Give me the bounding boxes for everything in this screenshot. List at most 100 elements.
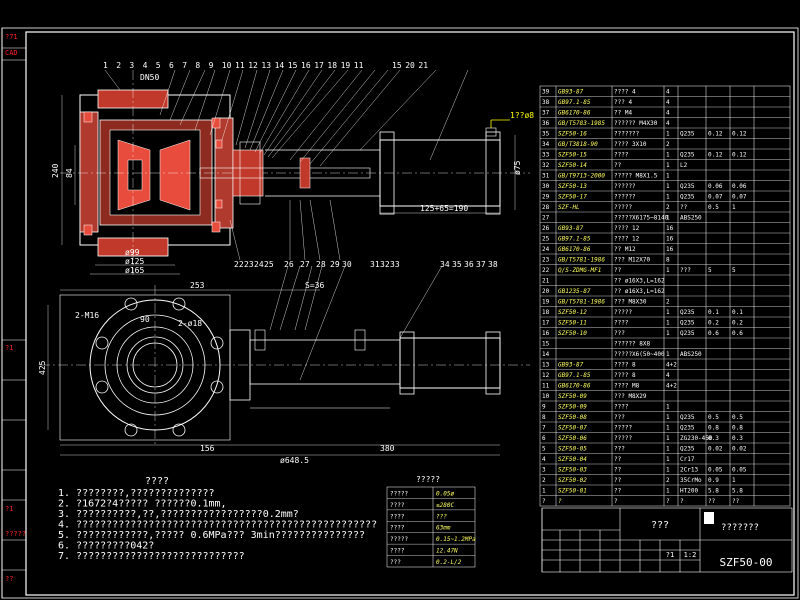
bom-cell: GB/T9713-2000 — [558, 173, 605, 180]
bom-cell: 19 — [542, 299, 550, 306]
sidebar-label-6: ?? — [5, 575, 14, 583]
bom-cell: 29 — [542, 194, 550, 201]
bom-cell: 1 — [666, 351, 670, 358]
bom-cell: ?????? M4X30 — [614, 120, 658, 127]
bom-cell: 1 — [666, 152, 670, 159]
bom-cell: ???? 8 — [614, 362, 636, 369]
dim-ang90: 90 — [140, 315, 150, 324]
bom-cell: 9 — [542, 404, 546, 411]
bom-cell: ABS250 — [680, 351, 702, 358]
bom-cell: 0.12 — [732, 152, 747, 159]
bom-cell: ????? — [614, 204, 632, 211]
bom-cell: 0.12 — [732, 131, 747, 138]
bom-cell: ??? M8X30 — [614, 299, 647, 306]
bom-cell: GB6170-86 — [558, 246, 591, 253]
bom-cell: GB93-87 — [558, 89, 584, 96]
callout-number: 15 — [288, 61, 298, 70]
dim-s36: S=36 — [305, 281, 324, 290]
callout-number: 11 — [354, 61, 364, 70]
callout-number: 28 — [316, 260, 326, 269]
note-item: 6. ?????????042? — [58, 541, 154, 552]
bom-cell: 5 — [542, 446, 546, 453]
note-item: 1. ????????,?????????????? — [58, 488, 215, 499]
callout-number: 5 — [156, 61, 161, 70]
bom-cell: Q/S-ZDMG-MF1 — [558, 267, 601, 274]
bom-cell: 24 — [542, 246, 550, 253]
callout-number: 37 — [476, 260, 486, 269]
bom-cell: 22 — [542, 267, 550, 274]
params-table: ?????0.05ø????≤280C???????????63mm?????0… — [390, 490, 476, 566]
bom-cell: ?? M12 — [614, 246, 636, 253]
bom-cell: 5.8 — [732, 488, 743, 495]
callout-number: 24 — [254, 260, 264, 269]
dim-d165: ø165 — [125, 266, 144, 275]
title-company: ??????? — [721, 523, 759, 533]
bom-cell: 38 — [542, 99, 550, 106]
bom-cell: 1 — [732, 477, 736, 484]
params-value: ??? — [436, 513, 447, 520]
dim-dn: DN50 — [140, 73, 159, 82]
bom-cell: 8 — [666, 257, 670, 264]
bom-cell: ? — [680, 498, 684, 505]
bom-cell: 0.12 — [708, 131, 723, 138]
bom-cell: 31 — [542, 173, 550, 180]
title-part-name: ??? — [651, 520, 669, 531]
bom-cell: 3 — [542, 467, 546, 474]
bom-cell: ????? M8X1.5 — [614, 173, 658, 180]
bom-cell: 37 — [542, 110, 550, 117]
callout-number: 6 — [169, 61, 174, 70]
callout-number: 35 — [452, 260, 462, 269]
params-table-grid — [386, 486, 476, 568]
bom-cell: 2 — [666, 477, 670, 484]
bom-cell: SZF50-12 — [558, 309, 587, 316]
note-item: 2. ?1672?4????? ??????0.1mm, — [58, 499, 227, 510]
bom-cell: 0.06 — [708, 183, 723, 190]
bom-cell: ? — [666, 498, 670, 505]
bom-cell: 5 — [708, 267, 712, 274]
callout-number: 38 — [488, 260, 498, 269]
bom-cell: 0.5 — [732, 414, 743, 421]
bom-cell: 1 — [666, 267, 670, 274]
bom-cell: 8 — [542, 414, 546, 421]
callout-number: 8 — [195, 61, 200, 70]
bom-cell: SZF50-09 — [558, 404, 587, 411]
bom-cell: 16 — [666, 225, 674, 232]
callout-number: 9 — [209, 61, 214, 70]
bom-cell: SZF50-15 — [558, 152, 587, 159]
bom-cell: 7 — [542, 425, 546, 432]
bom-cell: GB97.1-85 — [558, 236, 591, 243]
bom-cell: ?????? — [614, 194, 636, 201]
bom-cell: 0.06 — [732, 183, 747, 190]
callout-number: 33 — [390, 260, 400, 269]
bom-cell: ???? — [614, 404, 629, 411]
bom-cell: SZF50-10 — [558, 330, 587, 337]
bom-cell: Q235 — [680, 183, 695, 190]
bom-cell: ??? — [614, 414, 625, 421]
bom-cell: ???? 12 — [614, 236, 640, 243]
bom-cell: SZF50-11 — [558, 320, 587, 327]
bom-cell: Q235 — [680, 425, 695, 432]
bom-cell: 0.2 — [708, 320, 719, 327]
params-label: ???? — [390, 502, 405, 509]
bom-cell: 0.05 — [732, 467, 747, 474]
bom-cell: GB/T5781-1986 — [558, 299, 605, 306]
bom-cell: Q235 — [680, 446, 695, 453]
bom-cell: 1 — [666, 488, 670, 495]
bom-cell: 17 — [542, 320, 550, 327]
params-value: 0.2-L/2 — [436, 559, 462, 566]
bom-cell: ?? M4 — [614, 110, 632, 117]
bom-cell: 16 — [666, 236, 674, 243]
bom-cell: ?????X6(50~400 — [614, 351, 665, 358]
bom-cell: ?? — [614, 456, 622, 463]
bom-cell: Q235 — [680, 330, 695, 337]
bom-cell: 1 — [666, 435, 670, 442]
callout-number: 29 — [330, 260, 340, 269]
bom-cell: ??? M8X29 — [614, 393, 647, 400]
bom-cell: 16 — [666, 246, 674, 253]
bom-cell: 32 — [542, 162, 550, 169]
bom-cell: ??? — [614, 330, 625, 337]
notes-list: 1. ????????,??????????????2. ?1672?4????… — [58, 488, 377, 562]
bom-cell: 4 — [666, 372, 670, 379]
bom-cell: Cr17 — [680, 456, 695, 463]
